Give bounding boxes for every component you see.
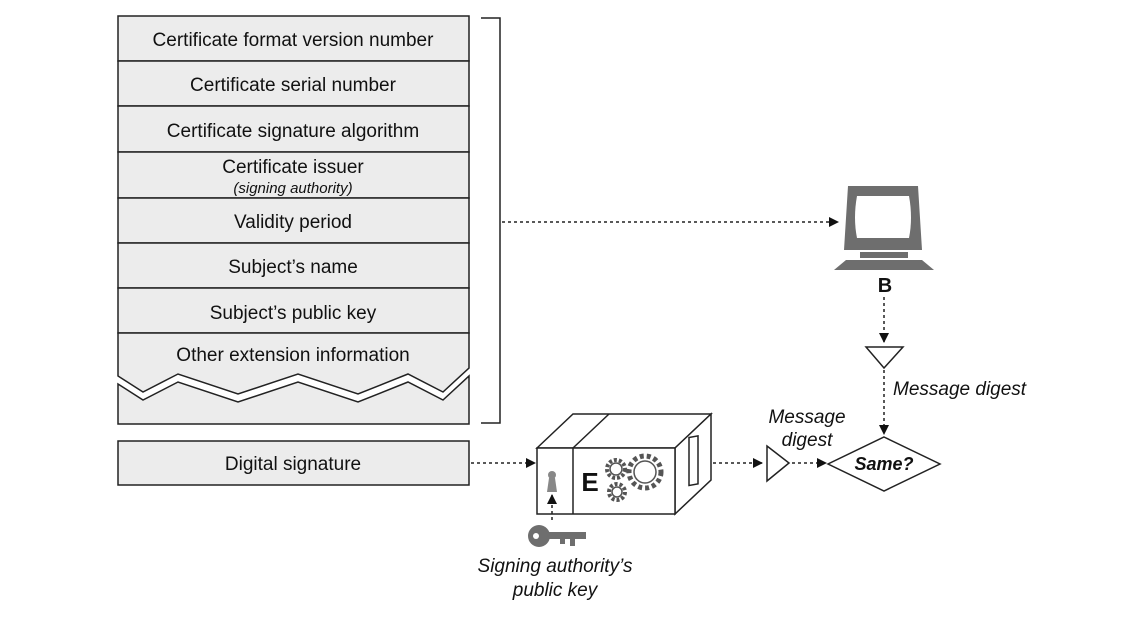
- digest-bottom-triangle: [766, 444, 791, 483]
- digest-bottom-label-line2: digest: [782, 430, 833, 451]
- field-issuer-sublabel: (signing authority): [233, 180, 352, 197]
- digest-top-triangle: [864, 346, 905, 370]
- engine-label: E: [581, 467, 598, 497]
- keyhole-icon: [547, 471, 557, 492]
- field-validity: Validity period: [117, 197, 470, 244]
- field-serial: Certificate serial number: [117, 60, 470, 107]
- field-issuer-label: Certificate issuer: [222, 157, 364, 178]
- key-label-line2: public key: [512, 580, 599, 601]
- fields-bracket: [481, 17, 501, 424]
- field-validity-label: Validity period: [234, 212, 352, 233]
- field-subject-name: Subject’s name: [117, 242, 470, 289]
- field-algorithm-label: Certificate signature algorithm: [167, 121, 419, 142]
- field-version: Certificate format version number: [117, 15, 470, 62]
- compare-diamond: Same?: [826, 436, 942, 492]
- digital-signature-box: Digital signature: [117, 440, 470, 486]
- field-subject-name-label: Subject’s name: [228, 257, 358, 278]
- field-serial-label: Certificate serial number: [190, 75, 397, 96]
- field-subject-key: Subject’s public key: [117, 287, 470, 334]
- computer-icon: [834, 186, 934, 270]
- field-subject-key-label: Subject’s public key: [210, 303, 377, 324]
- digest-top-label: Message digest: [893, 379, 1027, 400]
- computer-label: B: [878, 275, 892, 297]
- key-icon: [528, 525, 586, 547]
- field-torn-bottom: [117, 374, 470, 425]
- digest-bottom-label-line1: Message: [768, 407, 845, 428]
- field-extensions: Other extension information: [117, 332, 470, 395]
- key-label-line1: Signing authority’s: [478, 556, 633, 577]
- digital-signature-label: Digital signature: [225, 454, 361, 475]
- field-issuer: Certificate issuer (signing authority): [117, 151, 470, 199]
- field-version-label: Certificate format version number: [153, 30, 435, 51]
- certificate-fields: Certificate format version number Certif…: [117, 15, 470, 425]
- gears-icon: [605, 453, 664, 502]
- field-algorithm: Certificate signature algorithm: [117, 105, 470, 153]
- field-extensions-label: Other extension information: [176, 345, 409, 366]
- compare-label: Same?: [854, 454, 913, 474]
- engine-box: E: [535, 412, 713, 516]
